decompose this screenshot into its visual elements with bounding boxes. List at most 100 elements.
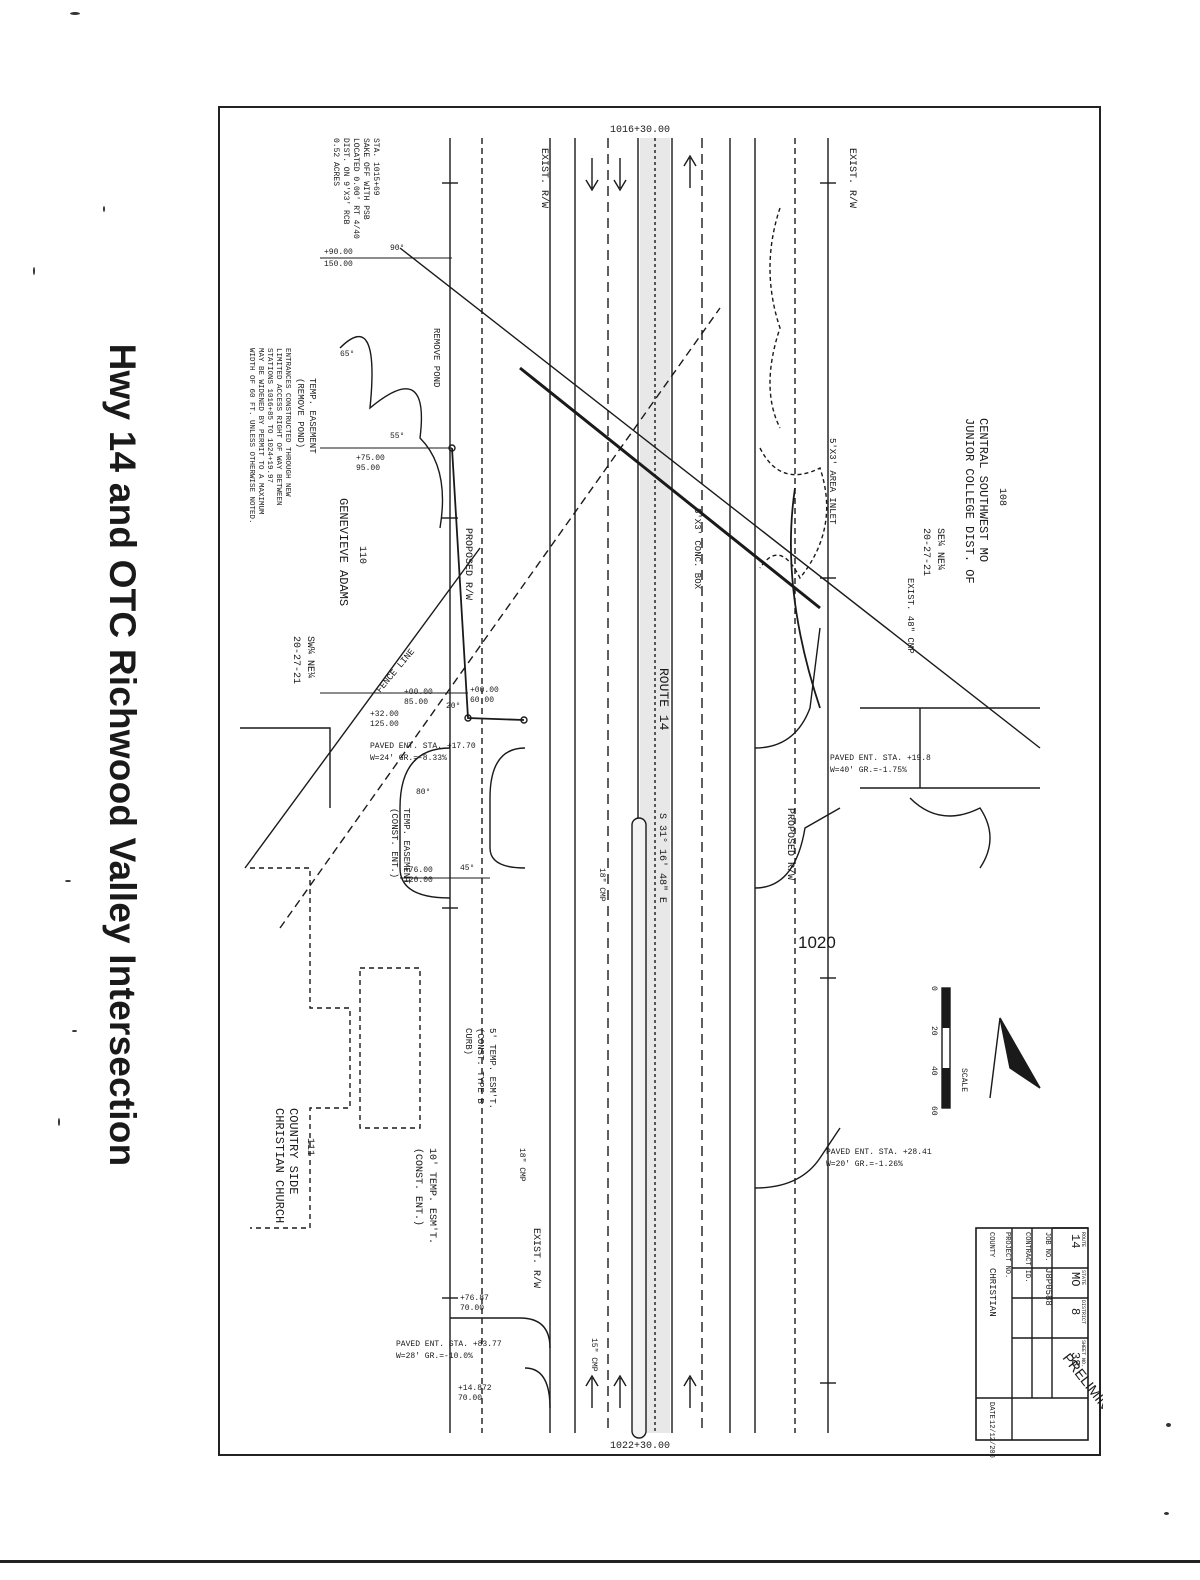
scan-speck xyxy=(58,1118,60,1126)
tb-sheet-value: 38 xyxy=(1068,1352,1082,1366)
offset-label-10: 125.00 xyxy=(370,720,399,729)
scale-tick-40: 40 xyxy=(929,1066,938,1076)
temp-esmt-5-label-3: CURB) xyxy=(463,1028,473,1055)
access-note-3: STATIONS 1016+85 TO 1024+19.97 xyxy=(265,348,273,483)
temp-esmt-10-label-2: (CONST. ENT.) xyxy=(412,1148,424,1226)
fence-line-west-2 xyxy=(244,547,481,869)
tb-sheet-label: SHEET NO. xyxy=(1080,1340,1086,1367)
owner-111-name: COUNTRY SIDE xyxy=(286,1108,300,1194)
offset-label-6: 85.00 xyxy=(404,698,428,707)
station-note-1: STA. 1015+69 xyxy=(371,138,380,196)
proposed-rw-label-east: PROPOSED R/W xyxy=(784,808,796,880)
entrance-curve-left-inner xyxy=(489,747,526,869)
angle-label-1: 90° xyxy=(390,244,404,253)
owner-108-name-2: JUNIOR COLLEGE DIST. OF xyxy=(962,418,976,584)
temp-easement-label-2: (REMOVE POND) xyxy=(295,378,305,448)
entrance-curve-left-lower-2 xyxy=(450,1317,551,1349)
scan-edge-line xyxy=(0,1560,1200,1563)
temp-esmt-const-label-2: (CONST. ENT.) xyxy=(389,808,399,878)
tb-route-label: ROUTE xyxy=(1080,1232,1086,1247)
angle-label-3: 55° xyxy=(390,432,404,441)
offset-label-13: +76.87 xyxy=(460,1294,489,1303)
paved-entrance-1-detail: W=24' GR.=-8.33% xyxy=(370,754,447,763)
access-note-2: LIMITED ACCESS RIGHT OF WAY BETWEEN xyxy=(274,348,282,506)
pipe-label-1: 18" CMP xyxy=(597,868,606,902)
tb-district-value: 8 xyxy=(1068,1308,1082,1315)
scale-tick-60: 60 xyxy=(929,1106,938,1116)
proposed-rw-label-west: PROPOSED R/W xyxy=(462,528,474,600)
tb-state-label: STATE xyxy=(1080,1270,1086,1285)
scan-speck xyxy=(103,206,105,212)
owner-110-number: 110 xyxy=(356,546,367,564)
plan-sheet: 1016+30.00 1022+30.00 1020 ROUTE 14 S 31… xyxy=(218,106,1103,1458)
owner-108-parcel: SE¼ NE¼ xyxy=(934,528,946,570)
tb-date-value: 12/12/2006 xyxy=(987,1420,995,1458)
entrance-curve-left-lower xyxy=(524,1367,551,1409)
entrance-curve-right-lower xyxy=(754,1127,841,1189)
entrance-curve-left-outer xyxy=(399,747,451,899)
owner-111-number: 111 xyxy=(304,1138,315,1156)
tb-route-value: 14 xyxy=(1068,1234,1082,1248)
tb-county-label: COUNTY xyxy=(987,1232,995,1258)
tb-job-value: J8P0588 xyxy=(1043,1268,1053,1306)
offset-label-1: +90.00 xyxy=(324,248,353,257)
station-note-2: SAKE OFF WITH PSB xyxy=(361,138,370,220)
scan-speck xyxy=(72,1030,77,1032)
paved-entrance-1: PAVED ENT. STA. +17.70 xyxy=(370,742,476,751)
temp-easement-label: TEMP. EASEMENT xyxy=(307,378,317,454)
paved-entrance-4: PAVED ENT. STA. +83.77 xyxy=(396,1340,502,1349)
fence-line-west xyxy=(279,307,721,929)
fence-line-diagonal xyxy=(399,247,1041,749)
entrance-curve-right-bottom xyxy=(754,807,841,889)
roadway-plan-drawing: 1016+30.00 1022+30.00 1020 ROUTE 14 S 31… xyxy=(240,125,1103,1458)
proposed-rw-boundary-west xyxy=(451,447,525,721)
access-note-1: ENTRANCES CONSTRUCTED THROUGH NEW xyxy=(283,348,291,497)
scan-speck xyxy=(70,12,80,15)
offset-label-11: +76.00 xyxy=(404,866,433,875)
temp-esmt-5-label: 5' TEMP. ESM'T. xyxy=(487,1028,497,1109)
exist-rw-label-west: EXIST. R/W xyxy=(538,148,550,208)
offset-label-9: +32.00 xyxy=(370,710,399,719)
church-building-outline xyxy=(250,867,351,1229)
offset-label-5: +00.00 xyxy=(404,688,433,697)
station-end-label: 1022+30.00 xyxy=(610,1441,670,1452)
paved-entrance-4-detail: W=28' GR.=-10.0% xyxy=(396,1352,473,1361)
pipe-label-2: 15" CMP xyxy=(589,1338,598,1372)
offset-label-8: 60.00 xyxy=(470,696,494,705)
owner-110-parcel: SW¼ NE¼ xyxy=(304,636,316,678)
tb-district-label: DISTRICT xyxy=(1080,1300,1086,1324)
remove-pond-label: REMOVE POND xyxy=(431,328,441,387)
building-outline-north xyxy=(240,727,331,808)
proposed-rw-boundary-east xyxy=(790,487,821,709)
scale-label: SCALE xyxy=(959,1068,968,1092)
owner-111-name-2: CHRISTIAN CHURCH xyxy=(272,1108,286,1223)
offset-label-16: 70.00 xyxy=(458,1394,482,1403)
route-label: ROUTE 14 xyxy=(656,668,671,731)
angle-label-6: 45° xyxy=(460,864,474,873)
access-note-4: MAY BE WIDENED BY PERMIT TO A MAXIMUM xyxy=(256,348,264,515)
north-arrow-icon xyxy=(999,1017,1041,1089)
scan-speck xyxy=(1164,1512,1169,1515)
angle-label-4: 20° xyxy=(446,702,460,711)
owner-108-name: CENTRAL SOUTHWEST MO xyxy=(976,418,990,562)
station-note-5: 0.52 ACRES xyxy=(331,138,340,186)
scan-speck xyxy=(33,267,35,275)
owner-110-name: GENEVIEVE ADAMS xyxy=(336,498,350,606)
paved-entrance-3: PAVED ENT. STA. +28.41 xyxy=(826,1148,932,1157)
owner-108-number: 108 xyxy=(996,488,1007,506)
offset-label-15: +14.872 xyxy=(458,1384,492,1393)
scale-tick-0: 0 xyxy=(929,986,938,991)
offset-label-3: +75.00 xyxy=(356,454,385,463)
drainage-outline-1 xyxy=(339,336,444,529)
parking-outline xyxy=(909,797,991,869)
box-culvert xyxy=(519,366,821,610)
station-note-3: LOCATED 0.00' RT 4/40 xyxy=(351,138,360,239)
tb-project-label: PROJECT NO. xyxy=(1003,1232,1011,1278)
temp-esmt-const-label: TEMP. EASEMENT xyxy=(401,808,411,884)
station-begin-label: 1016+30.00 xyxy=(610,125,670,136)
offset-label-4: 95.00 xyxy=(356,464,380,473)
tb-county-value: CHRISTIAN xyxy=(987,1268,997,1317)
offset-label-7: +00.00 xyxy=(470,686,499,695)
angle-label-2: 65° xyxy=(340,350,354,359)
area-inlet-label: 5'X3' AREA INLET xyxy=(827,438,837,525)
